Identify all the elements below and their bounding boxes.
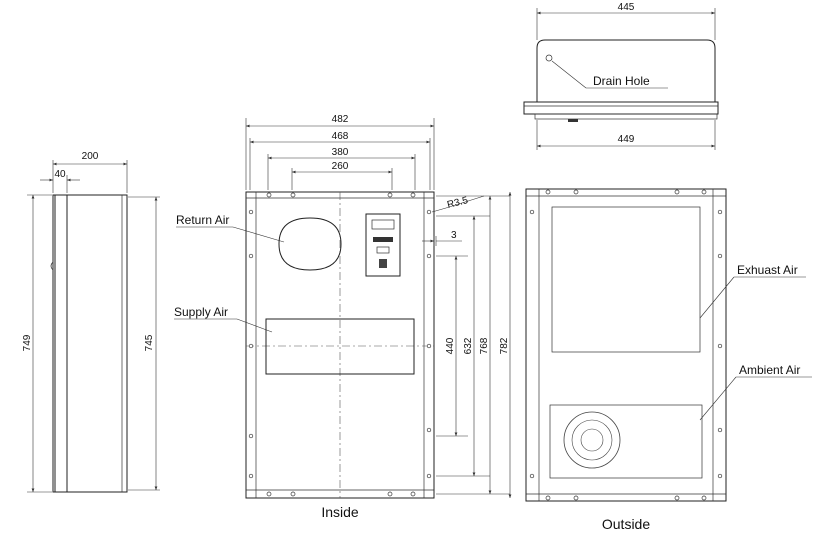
exhaust-mesh xyxy=(551,206,701,353)
exhaust-air-label: Exhuast Air xyxy=(737,263,798,277)
drain-hole-label: Drain Hole xyxy=(593,74,650,88)
dim-front-w4: 260 xyxy=(332,161,349,172)
ambient-mesh xyxy=(549,404,703,479)
outside-body xyxy=(525,188,727,502)
dim-front-w2: 468 xyxy=(332,131,349,142)
dim-side-depth: 200 xyxy=(82,151,99,162)
dim-h-768: 768 xyxy=(479,337,490,354)
dim-top-base-width: 449 xyxy=(618,134,635,145)
outside-caption: Outside xyxy=(602,516,650,532)
supply-air-grille xyxy=(265,318,415,375)
dim-side-flange: 40 xyxy=(54,169,66,180)
dim-radius: R3.5 xyxy=(446,195,470,211)
dim-h-782: 782 xyxy=(499,337,510,354)
top-base xyxy=(523,101,719,115)
side-flange xyxy=(54,194,68,493)
ambient-air-label: Ambient Air xyxy=(739,363,800,377)
controller-display xyxy=(371,219,395,230)
dim-front-w1: 482 xyxy=(332,114,349,125)
side-body xyxy=(52,194,128,493)
dim-side-height-inner: 745 xyxy=(144,334,155,351)
dim-front-w3: 380 xyxy=(332,147,349,158)
inside-caption: Inside xyxy=(321,504,359,520)
return-air-grille xyxy=(278,217,342,271)
return-air-label: Return Air xyxy=(176,213,229,227)
dim-h-632: 632 xyxy=(463,337,474,354)
fan-outline xyxy=(563,411,621,469)
dim-h-440: 440 xyxy=(445,337,456,354)
top-cover xyxy=(536,39,716,102)
side-view: 200 40 749 745 xyxy=(22,151,160,493)
dim-edge-offset: 3 xyxy=(451,230,457,241)
controller-panel xyxy=(365,213,401,277)
dim-side-height-outer: 749 xyxy=(22,334,33,351)
drain-hole-marker xyxy=(545,54,553,62)
supply-air-label: Supply Air xyxy=(174,305,228,319)
dim-top-width: 445 xyxy=(618,2,635,13)
outside-view: Exhuast Air Ambient Air Outside xyxy=(525,188,812,532)
top-view: Drain Hole 445 449 xyxy=(523,2,719,150)
inside-view: Return Air Supply Air 482 468 380 260 R3… xyxy=(174,114,512,520)
